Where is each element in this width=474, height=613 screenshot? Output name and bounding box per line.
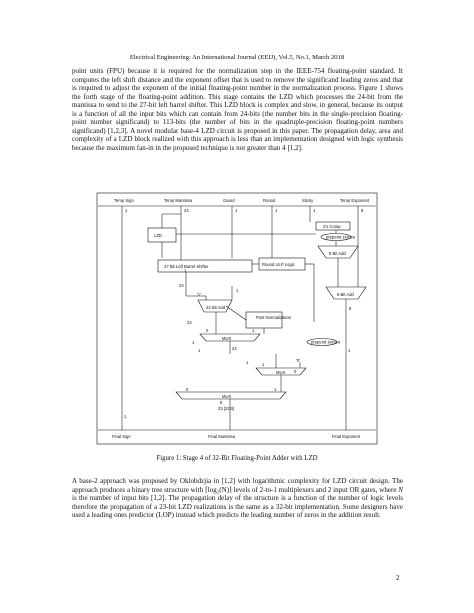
label-w23: 23 [22:0]	[218, 406, 234, 411]
paragraph2-part-a: A base-2 approach was proposed by Oklobd…	[72, 477, 403, 494]
figure-frame	[96, 192, 378, 445]
add8-mid-block	[325, 286, 367, 300]
paragraph2-variable-n: N	[398, 485, 403, 494]
input-gaurd: Gaurd	[223, 198, 235, 203]
mux-b-block	[255, 367, 307, 376]
paragraph2-part-c: is the number of input bits [1,2]. The p…	[72, 494, 403, 519]
label-q0: '0'	[296, 358, 300, 363]
mux-a-label: MUX	[222, 336, 232, 341]
running-header: Electrical Engineering: An International…	[129, 54, 345, 61]
prepend-zeroes-bottom	[306, 338, 338, 346]
mux-b-in-1: 1	[262, 362, 265, 367]
label-mux-sel-a: 1	[192, 340, 195, 345]
page-number: 2	[396, 574, 400, 582]
label-q1: '1'	[197, 292, 201, 297]
mux-b-in-0: 0	[294, 369, 297, 374]
label-w24d: 24	[187, 320, 192, 325]
label-w8b: 8	[349, 306, 352, 311]
add8-mid-label: 8 Bit Add	[337, 292, 354, 297]
output-final-mantissa: Final Mantissa	[208, 434, 236, 439]
barrel-shifter-label: 27 Bit Left Barrel Shifter	[164, 264, 209, 269]
paragraph2-part-b: levels of 2-to-1 multiplexers and 2 inpu…	[231, 485, 399, 494]
prepend-top-label: prepend zeroes	[326, 235, 355, 240]
label-x2: 1	[198, 348, 201, 353]
twos-comp-block	[315, 221, 351, 231]
output-final-sign: Final Sign	[112, 434, 131, 439]
input-temp-sign: Temp Sign	[114, 198, 134, 203]
label-w8a: 8	[361, 208, 364, 213]
input-temp-mantissa: Temp Mantissa	[164, 198, 193, 203]
label-w5: 5	[220, 400, 223, 405]
round-ulp-label: Round ULP Logic	[262, 262, 295, 267]
twos-comp-label: 2's Comp	[323, 224, 341, 229]
body-paragraph-2: A base-2 approach was proposed by Oklobd…	[72, 477, 403, 520]
lzd-block	[147, 227, 177, 243]
mux-a-block	[199, 333, 261, 342]
barrel-shifter-block	[157, 259, 253, 273]
input-sticky: Sticky	[302, 198, 314, 203]
label-add-in: 1	[184, 268, 187, 273]
mux-a-in-0: 0	[206, 328, 209, 333]
figure-1-diagram: Temp Sign Temp Mantissa Gaurd Round Stic…	[96, 192, 378, 445]
add24-block	[197, 299, 233, 313]
label-q1-right: 1	[236, 288, 239, 293]
label-w24a: 24	[184, 208, 189, 213]
post-norm-label: Post Normalization	[256, 315, 292, 320]
mux-c-in-0: 0	[186, 387, 189, 392]
label-w1d: 1	[313, 208, 316, 213]
mux-c-block	[175, 391, 287, 400]
label-mux-sel-b: 1	[246, 360, 249, 365]
label-w1c: 1	[275, 208, 278, 213]
add8-top-block	[317, 245, 359, 259]
input-temp-exponent: Temp Exponent	[340, 198, 370, 203]
mux-b-label: MUX	[276, 370, 286, 375]
label-x4: 1	[124, 414, 127, 419]
mux-c-label: MUX	[222, 394, 232, 399]
prepend-bottom-label: prepend zeroes	[311, 340, 340, 345]
label-w1b: 1	[235, 208, 238, 213]
paragraph2-math: ⌈log₂(N)⌉	[205, 485, 232, 494]
label-w24b: 24	[179, 283, 184, 288]
output-final-exponent: Final Exponent	[332, 434, 361, 439]
input-round: Round	[263, 198, 276, 203]
wire	[225, 305, 247, 321]
body-paragraph-1: point units (FPU) because it is required…	[72, 67, 403, 152]
label-w1a: 1	[125, 208, 128, 213]
lzd-label: LZD	[154, 233, 162, 238]
figure-caption: Figure 1: Stage 4 of 32-Bit Floating-Poi…	[156, 455, 318, 462]
add24-label: 24 Bit Add	[206, 305, 226, 310]
add8-top-label: 8 Bit Add	[329, 251, 346, 256]
mux-a-in-1: 1	[252, 328, 255, 333]
label-x3: 1	[348, 348, 351, 353]
mux-c-in-1: 1	[274, 387, 277, 392]
prepend-zeroes-top	[320, 233, 352, 241]
label-w24c: 24	[232, 346, 237, 351]
